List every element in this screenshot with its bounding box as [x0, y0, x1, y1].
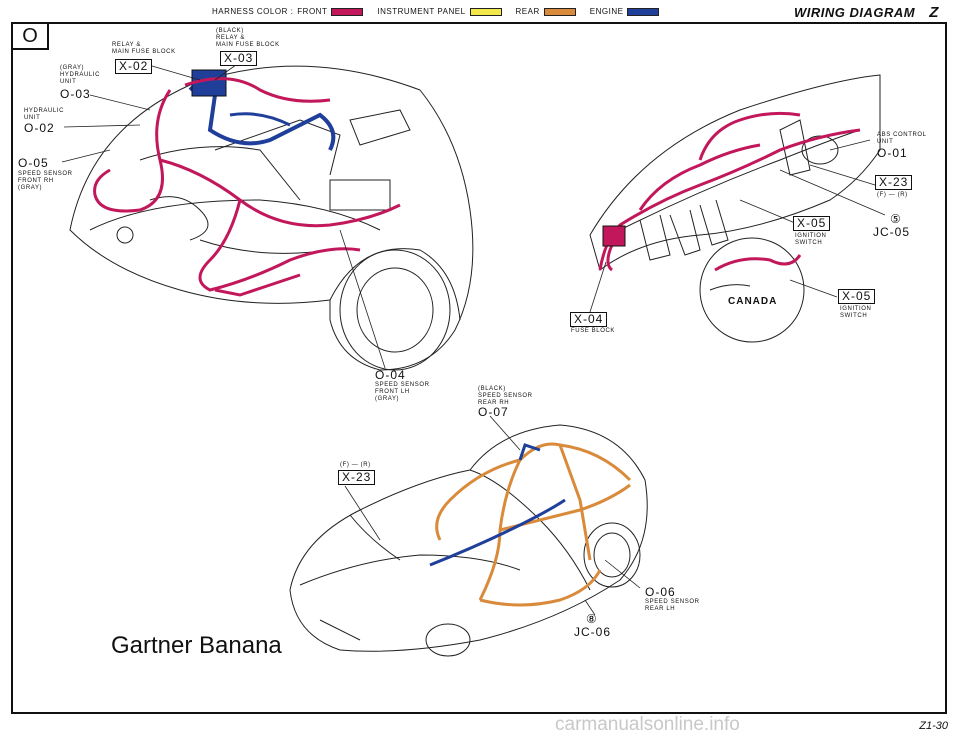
legend-label: HARNESS COLOR :	[212, 7, 294, 16]
legend-engine-label: ENGINE	[589, 7, 624, 16]
sensor-o05-label-text: SPEED SENSOR FRONT RH (GRAY)	[18, 171, 73, 191]
connector-o06: O-06	[645, 585, 676, 599]
canada-label: CANADA	[728, 296, 778, 307]
footer-site-text: carmanualsonline.info	[555, 714, 740, 735]
hydraulic-o03-label-text: (GRAY) HYDRAULIC UNIT	[60, 65, 101, 85]
rear-engine-harness	[429, 498, 566, 567]
relay-x02-label: RELAY & MAIN FUSE BLOCK	[112, 42, 176, 56]
harness-color-legend: HARNESS COLOR : FRONT INSTRUMENT PANEL R…	[212, 7, 669, 16]
connector-o02: O-02	[24, 121, 55, 135]
legend-rear-label: REAR	[515, 7, 540, 16]
front-car-illustration	[69, 65, 474, 371]
legend-front-label: FRONT	[297, 7, 328, 16]
legend-engine-swatch	[627, 7, 660, 16]
x05-canada-label-text: IGNITION SWITCH	[840, 306, 872, 319]
relay-x02-label-text: RELAY & MAIN FUSE BLOCK	[112, 42, 176, 55]
abs-unit-label-text: ABS CONTROL UNIT	[877, 132, 927, 145]
title-text: WIRING DIAGRAM	[794, 5, 916, 20]
abs-unit-label: ABS CONTROL UNIT	[877, 132, 927, 146]
watermark-text: Gartner Banana	[111, 632, 282, 659]
sensor-o06-label: SPEED SENSOR REAR LH	[645, 599, 700, 613]
connector-x05-canada: X-05	[838, 289, 876, 304]
legend-instrument-swatch	[469, 7, 502, 16]
connector-o01: O-01	[877, 146, 908, 160]
sensor-o07-label: (BLACK) SPEED SENSOR REAR RH	[478, 386, 533, 407]
x04-label: FUSE BLOCK	[571, 328, 616, 334]
x05-canada-label: IGNITION SWITCH	[840, 306, 871, 320]
dashboard-leaders	[589, 139, 886, 313]
canada-inset-circle	[699, 237, 805, 343]
x05-label-text: IGNITION SWITCH	[795, 233, 827, 246]
sensor-o05-label: SPEED SENSOR FRONT RH (GRAY)	[18, 171, 73, 192]
legend-rear-swatch	[543, 7, 576, 16]
connector-o03: O-03	[60, 87, 91, 101]
sensor-o07-label-text: (BLACK) SPEED SENSOR REAR RH	[478, 386, 533, 406]
hydraulic-o02-label-text: HYDRAULIC UNIT	[24, 108, 65, 121]
front-leaders	[61, 61, 641, 616]
relay-x03-label: (BLACK) RELAY & MAIN FUSE BLOCK	[216, 28, 280, 49]
dashboard-illustration	[589, 74, 881, 271]
connector-x23-rear: X-23	[338, 470, 376, 485]
jc06-mark: ⑧	[586, 612, 598, 626]
section-code-box: O	[11, 22, 49, 50]
diagram-frame	[11, 22, 947, 714]
connector-jc05: JC-05	[873, 225, 911, 239]
x05-label: IGNITION SWITCH	[795, 233, 826, 247]
connector-x05: X-05	[793, 216, 831, 231]
connector-x04: X-04	[570, 312, 608, 327]
sensor-o06-label-text: SPEED SENSOR REAR LH	[645, 599, 700, 612]
connector-jc06: JC-06	[574, 625, 612, 639]
relay-block-shape	[191, 69, 227, 97]
legend-instrument-label: INSTRUMENT PANEL	[377, 7, 466, 16]
connector-x02: X-02	[115, 59, 153, 74]
hydraulic-o02-label: HYDRAULIC UNIT	[24, 108, 64, 122]
fuse-block-shape	[602, 225, 626, 247]
diagram-header: HARNESS COLOR : FRONT INSTRUMENT PANEL R…	[0, 4, 960, 21]
title-section-letter: Z	[929, 4, 939, 21]
connector-o04: O-04	[375, 368, 406, 382]
sensor-o04-label: SPEED SENSOR FRONT LH (GRAY)	[375, 382, 430, 403]
front-harness	[93, 77, 401, 297]
connector-x23-dash: X-23	[875, 175, 913, 190]
connector-o05: O-05	[18, 156, 49, 170]
legend-front-swatch	[331, 7, 364, 16]
sensor-o04-label-text: SPEED SENSOR FRONT LH (GRAY)	[375, 382, 430, 402]
x23-dash-sub: (F) — (R)	[877, 192, 908, 198]
x23-rear-sub: (F) — (R)	[340, 462, 371, 468]
jc05-mark: ⑤	[890, 212, 902, 226]
diagram-title: WIRING DIAGRAM Z	[794, 4, 939, 21]
rear-harness	[435, 442, 632, 607]
connector-x03: X-03	[220, 51, 258, 66]
front-engine-harness	[188, 71, 336, 151]
hydraulic-o03-label: (GRAY) HYDRAULIC UNIT	[60, 65, 100, 86]
page-id: Z1-30	[919, 720, 948, 732]
connector-o07: O-07	[478, 405, 509, 419]
relay-x03-label-text: (BLACK) RELAY & MAIN FUSE BLOCK	[216, 28, 280, 48]
